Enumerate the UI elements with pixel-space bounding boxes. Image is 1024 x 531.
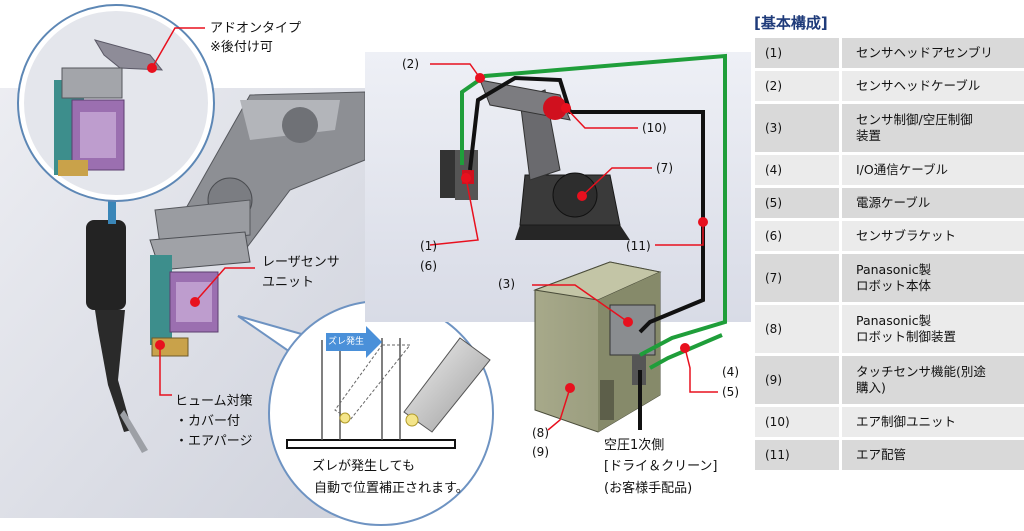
label-4: (4): [722, 365, 739, 379]
config-row: (9)タッチセンサ機能(別途 購入): [755, 356, 1024, 407]
air-supply-line3: (お客様手配品): [604, 481, 693, 496]
welding-torch: [86, 200, 148, 453]
callout-text-line2: 自動で位置補正されます。: [314, 481, 469, 496]
robot-body: [440, 79, 630, 240]
label-7: (7): [656, 161, 673, 175]
config-row-name: センサブラケット: [842, 221, 1024, 251]
config-row-name: センサヘッドアセンブリ: [842, 38, 1024, 68]
config-row-number: (6): [755, 221, 839, 251]
config-row: (8)Panasonic製 ロボット制御装置: [755, 305, 1024, 356]
laser-sensor-label-line2: ユニット: [262, 275, 315, 290]
config-row-number: (3): [755, 104, 839, 152]
label-10: (10): [642, 121, 667, 135]
label-1: (1): [420, 239, 437, 253]
label-3: (3): [498, 277, 515, 291]
config-row-name: エア配管: [842, 440, 1024, 470]
config-row-number: (11): [755, 440, 839, 470]
config-row-name: I/O通信ケーブル: [842, 155, 1024, 185]
config-row: (11)エア配管: [755, 440, 1024, 473]
config-row-name: タッチセンサ機能(別途 購入): [842, 356, 1024, 404]
config-row-name: センサヘッドケーブル: [842, 71, 1024, 101]
robot-controller: [533, 261, 662, 433]
left-pointer-dots: [147, 63, 200, 350]
io-power-cable: [649, 333, 723, 370]
config-row-number: (7): [755, 254, 839, 302]
config-row-number: (2): [755, 71, 839, 101]
config-row-name: Panasonic製 ロボット制御装置: [842, 305, 1024, 353]
label-2: (2): [402, 57, 419, 71]
config-row-number: (9): [755, 356, 839, 404]
config-row: (3)センサ制御/空圧制御 装置: [755, 104, 1024, 155]
config-row-number: (10): [755, 407, 839, 437]
addon-type-label: アドオンタイプ: [210, 21, 302, 36]
label-8: (8): [532, 426, 549, 440]
left-pointer-lines: [151, 27, 255, 396]
air-supply-line2: [ドライ＆クリーン]: [604, 459, 718, 474]
addon-retrofit-note: ※後付け可: [210, 40, 273, 55]
addon-zoom-circle: [17, 4, 215, 202]
config-row: (5)電源ケーブル: [755, 188, 1024, 221]
config-row: (2)センサヘッドケーブル: [755, 71, 1024, 104]
sensor-head-cable: [460, 53, 727, 357]
config-row: (7)Panasonic製 ロボット本体: [755, 254, 1024, 305]
fume-label-line1: ヒューム対策: [175, 394, 253, 409]
label-5: (5): [722, 385, 739, 399]
config-row-number: (8): [755, 305, 839, 353]
air-supply-line1: 空圧1次側: [604, 438, 665, 453]
config-row-name: エア制御ユニット: [842, 407, 1024, 437]
config-table: (1)センサヘッドアセンブリ(2)センサヘッドケーブル(3)センサ制御/空圧制御…: [755, 38, 1024, 473]
fume-label-line2: ・カバー付: [175, 414, 241, 429]
config-row-name: Panasonic製 ロボット本体: [842, 254, 1024, 302]
config-row: (1)センサヘッドアセンブリ: [755, 38, 1024, 71]
label-6: (6): [420, 259, 437, 273]
config-title: [基本構成]: [754, 14, 828, 32]
callout-text-line1: ズレが発生しても: [312, 459, 415, 474]
config-row-number: (5): [755, 188, 839, 218]
label-11: (11): [626, 239, 651, 253]
right-pointer-dots: [461, 73, 708, 393]
config-row-name: センサ制御/空圧制御 装置: [842, 104, 1024, 152]
config-row-number: (4): [755, 155, 839, 185]
laser-sensor-label-line1: レーザセンサ: [262, 255, 340, 270]
right-pointer-lines: [429, 63, 718, 431]
fume-label-line3: ・エアパージ: [175, 434, 253, 449]
shift-arrow-label: ズレ発生: [328, 337, 365, 347]
config-row: (6)センサブラケット: [755, 221, 1024, 254]
config-row-name: 電源ケーブル: [842, 188, 1024, 218]
correction-callout: [237, 300, 494, 526]
config-row-number: (1): [755, 38, 839, 68]
config-row: (4)I/O通信ケーブル: [755, 155, 1024, 188]
label-9: (9): [532, 445, 549, 459]
config-row: (10)エア制御ユニット: [755, 407, 1024, 440]
